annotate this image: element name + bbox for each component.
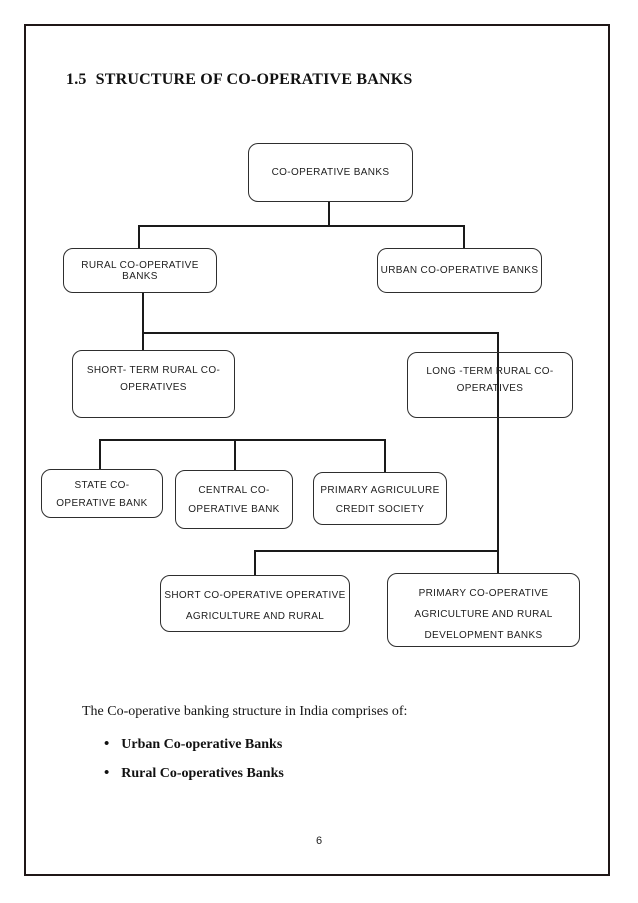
connector-level3-h: [99, 439, 386, 441]
connector-urban-drop: [463, 225, 465, 249]
node-label-line1: SHORT- TERM RURAL CO-: [86, 365, 221, 376]
node-label-line1: CENTRAL CO-: [198, 485, 270, 496]
node-label-line1: LONG -TERM RURAL CO-: [426, 366, 554, 377]
node-primary-cooperative-agriculture-rural-development-banks: PRIMARY CO-OPERATIVE AGRICULTURE AND RUR…: [387, 573, 580, 647]
connector-level2-h: [142, 332, 499, 334]
node-urban-cooperative-banks: URBAN CO-OPERATIVE BANKS: [377, 248, 542, 293]
bullet-item: Urban Co-operative Banks: [104, 736, 284, 753]
node-label: URBAN CO-OPERATIVE BANKS: [380, 265, 539, 276]
node-label: CO-OPERATIVE BANKS: [271, 167, 390, 178]
connector-shortco-drop: [254, 550, 256, 576]
node-short-term-rural-cooperatives: SHORT- TERM RURAL CO- OPERATIVES: [72, 350, 235, 418]
node-label-line2: CREDIT SOCIETY: [335, 504, 425, 515]
node-cooperative-banks: CO-OPERATIVE BANKS: [248, 143, 413, 202]
connector-pacs-drop: [384, 439, 386, 473]
node-label-line3: DEVELOPMENT BANKS: [424, 630, 543, 641]
node-label: RURAL CO-OPERATIVE BANKS: [81, 259, 199, 282]
connector-longterm-vert: [497, 332, 499, 574]
node-label-line2: OPERATIVE BANK: [188, 504, 280, 515]
connector-root-down: [328, 202, 330, 227]
connector-state-drop: [99, 439, 101, 470]
node-label-line1: PRIMARY CO-OPERATIVE: [418, 588, 549, 599]
node-state-cooperative-bank: STATE CO- OPERATIVE BANK: [41, 469, 163, 518]
connector-level4-h: [254, 550, 499, 552]
page-border: [24, 24, 610, 876]
node-label-line2: OPERATIVES: [456, 383, 524, 394]
node-label-line1: SHORT CO-OPERATIVE OPERATIVE: [164, 590, 346, 601]
intro-text: The Co-operative banking structure in In…: [82, 704, 408, 719]
bullet-item-label: Rural Co-operatives Banks: [121, 766, 284, 781]
connector-central-drop: [234, 439, 236, 471]
heading-text: STRUCTURE OF CO-OPERATIVE BANKS: [95, 71, 413, 88]
node-label-line1: STATE CO-: [74, 480, 130, 491]
node-label-line2: OPERATIVES: [120, 382, 187, 393]
connector-level1-h: [138, 225, 465, 227]
bullet-item-label: Urban Co-operative Banks: [121, 737, 283, 752]
connector-rural-down: [142, 293, 144, 351]
node-short-cooperative-agriculture-rural: SHORT CO-OPERATIVE OPERATIVE AGRICULTURE…: [160, 575, 350, 632]
node-central-cooperative-bank: CENTRAL CO- OPERATIVE BANK: [175, 470, 293, 529]
connector-rural-drop: [138, 225, 140, 249]
page-number: 6: [315, 835, 323, 847]
node-label-line2: AGRICULTURE AND RURAL: [185, 611, 325, 622]
node-label-line2: OPERATIVE BANK: [56, 498, 148, 509]
bullet-list: Urban Co-operative Banks Rural Co-operat…: [104, 736, 284, 794]
node-primary-agriculture-credit-society: PRIMARY AGRICULURE CREDIT SOCIETY: [313, 472, 447, 525]
bullet-item: Rural Co-operatives Banks: [104, 765, 284, 782]
node-label-line2: AGRICULTURE AND RURAL: [414, 609, 553, 620]
heading-number: 1.5: [66, 71, 87, 88]
node-long-term-rural-cooperatives: LONG -TERM RURAL CO- OPERATIVES: [407, 352, 573, 418]
node-label-line1: PRIMARY AGRICULURE: [320, 485, 440, 496]
page-title: 1.5 STRUCTURE OF CO-OPERATIVE BANKS: [66, 71, 413, 89]
node-rural-cooperative-banks: RURAL CO-OPERATIVE BANKS: [63, 248, 217, 293]
